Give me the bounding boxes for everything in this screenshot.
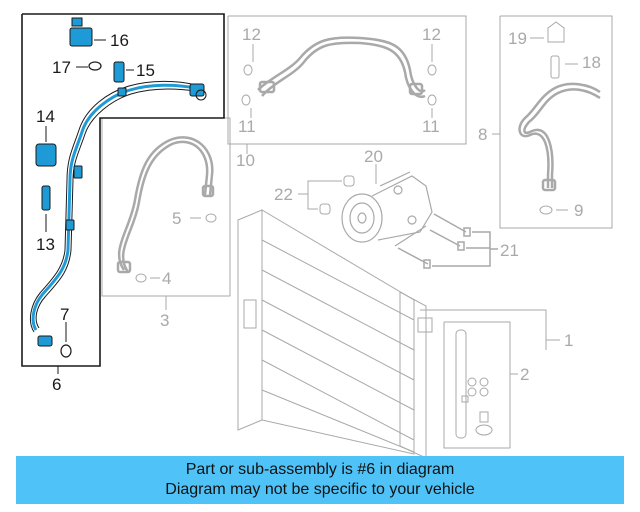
- seal-ring-4: [135, 273, 147, 283]
- liquid-line-8: [518, 82, 601, 192]
- callout-17[interactable]: 17: [52, 58, 71, 77]
- callout-11-right[interactable]: 11: [422, 117, 440, 136]
- line-assembly-6-outline: [29, 80, 197, 333]
- pressure-sensor-16[interactable]: [69, 17, 93, 47]
- callout-6[interactable]: 6: [52, 375, 61, 394]
- seal-ring-9: [539, 205, 553, 215]
- callout-8[interactable]: 8: [478, 125, 487, 144]
- fitting-upper: [117, 83, 207, 101]
- fitting-lower: [37, 165, 83, 347]
- group-8-box: [499, 15, 613, 229]
- callout-22[interactable]: 22: [274, 185, 293, 204]
- seal-ring-17[interactable]: [88, 61, 102, 71]
- callout-labels: 16 17 15 14 13 7 6 5 4 3 12 11 12 11 10 …: [36, 25, 601, 394]
- seal-ring-11-right: [427, 94, 437, 106]
- callout-4[interactable]: 4: [162, 269, 171, 288]
- compressor-20: [341, 171, 433, 247]
- callout-10[interactable]: 10: [236, 151, 255, 170]
- suction-hose-3: [116, 136, 215, 274]
- pressure-line-10: [257, 36, 426, 99]
- valve-core-18: [550, 55, 560, 79]
- group-6-box: [21, 13, 225, 367]
- callout-15[interactable]: 15: [136, 61, 155, 80]
- valve-13[interactable]: [41, 185, 51, 211]
- callout-1[interactable]: 1: [564, 331, 573, 350]
- callout-12-left[interactable]: 12: [242, 25, 261, 44]
- callout-3[interactable]: 3: [160, 311, 169, 330]
- line-assembly-6[interactable]: [31, 83, 196, 331]
- banner-line-1: Part or sub-assembly is #6 in diagram: [185, 461, 455, 478]
- group-2-box: [443, 321, 511, 449]
- seal-ring-11-left: [241, 94, 251, 106]
- callout-19[interactable]: 19: [508, 29, 527, 48]
- callout-7[interactable]: 7: [60, 305, 69, 324]
- callout-21[interactable]: 21: [500, 241, 519, 260]
- seal-ring-12-left: [243, 64, 253, 76]
- info-banner: Part or sub-assembly is #6 in diagram Di…: [16, 456, 624, 504]
- condenser-1: [237, 209, 433, 459]
- drier-cartridge-2: [455, 329, 493, 439]
- callout-16[interactable]: 16: [110, 31, 129, 50]
- callout-2[interactable]: 2: [520, 365, 529, 384]
- banner-line-2: Diagram may not be specific to your vehi…: [165, 481, 475, 498]
- callout-12-right[interactable]: 12: [422, 25, 441, 44]
- group-10-box: [227, 15, 467, 145]
- seal-ring-12-right: [427, 64, 437, 76]
- callout-14[interactable]: 14: [36, 107, 55, 126]
- cap-14[interactable]: [35, 143, 57, 167]
- pressure-switch-19: [547, 21, 565, 43]
- seal-ring-7[interactable]: [60, 344, 72, 358]
- callout-5[interactable]: 5: [172, 209, 181, 228]
- callout-9[interactable]: 9: [574, 201, 583, 220]
- bolt-22a: [343, 175, 355, 187]
- bolt-22b: [319, 203, 331, 215]
- callout-11-left[interactable]: 11: [238, 117, 256, 136]
- seal-ring-5: [205, 213, 217, 223]
- callout-18[interactable]: 18: [582, 53, 601, 72]
- compressor-bolts-21: [397, 213, 498, 269]
- callout-20[interactable]: 20: [364, 147, 383, 166]
- leader-lines-group-6: [45, 39, 134, 374]
- valve-core-15[interactable]: [113, 61, 125, 83]
- callout-13[interactable]: 13: [36, 235, 55, 254]
